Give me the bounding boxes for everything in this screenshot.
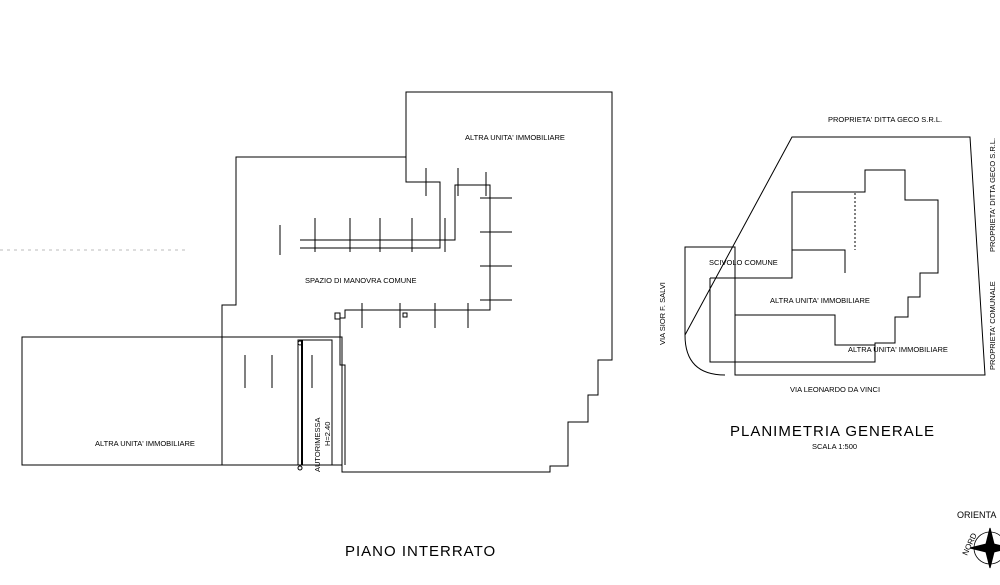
label-north-owner: PROPRIETA' DITTA GECO S.R.L. (828, 115, 942, 124)
compass-north-label: NORD (961, 531, 979, 556)
column-marker (334, 312, 341, 320)
label-altra-unita-top: ALTRA UNITA' IMMOBILIARE (465, 133, 565, 142)
planimetria-scale: SCALA 1:500 (812, 442, 857, 451)
door-node (297, 465, 303, 471)
outer-building-outline (221, 91, 613, 473)
label-east-owner: PROPRIETA' DITTA GECO S.R.L. (988, 138, 997, 252)
piano-interrato-plan: ALTRA UNITA' IMMOBILIARE SPAZIO DI MANOV… (21, 91, 613, 560)
autorimessa-garage-outline (297, 339, 333, 466)
unit-divider (735, 314, 875, 346)
parking-stall-ticks (244, 168, 512, 388)
label-unit-upper: ALTRA UNITA' IMMOBILIARE (770, 296, 870, 305)
compass-label: ORIENTA (957, 510, 996, 520)
planimetria-title: PLANIMETRIA GENERALE (730, 423, 935, 440)
compass-rose: ORIENTA NORD (957, 510, 1000, 569)
door-node (297, 340, 303, 346)
label-autorimessa-height: H=2.40 (323, 422, 332, 446)
site-boundary-curve (684, 334, 726, 376)
label-street-west: VIA SIOR F. SALVI (658, 282, 667, 345)
corridor-inner-outline (300, 157, 441, 249)
piano-interrato-title: PIANO INTERRATO (345, 543, 496, 560)
building-footprint (709, 169, 939, 363)
label-unit-lower: ALTRA UNITA' IMMOBILIARE (848, 345, 948, 354)
compass-star-icon (969, 527, 1000, 569)
left-unit-outline (21, 336, 343, 466)
ramp-outline (735, 249, 846, 279)
label-east-owner-2: PROPRIETA' COMUNALE (988, 281, 997, 370)
site-boundary (684, 136, 986, 376)
label-scivolo: SCIVOLO COMUNE (709, 258, 778, 267)
label-autorimessa: AUTORIMESSA (313, 418, 322, 472)
planimetria-generale-plan: PROPRIETA' DITTA GECO S.R.L. PROPRIETA' … (658, 115, 997, 451)
ramp-dashed (792, 191, 856, 250)
column-marker (402, 312, 408, 318)
label-altra-unita-left: ALTRA UNITA' IMMOBILIARE (95, 439, 195, 448)
label-spazio-manovra: SPAZIO DI MANOVRA COMUNE (305, 276, 417, 285)
label-street-south: VIA LEONARDO DA VINCI (790, 385, 880, 394)
